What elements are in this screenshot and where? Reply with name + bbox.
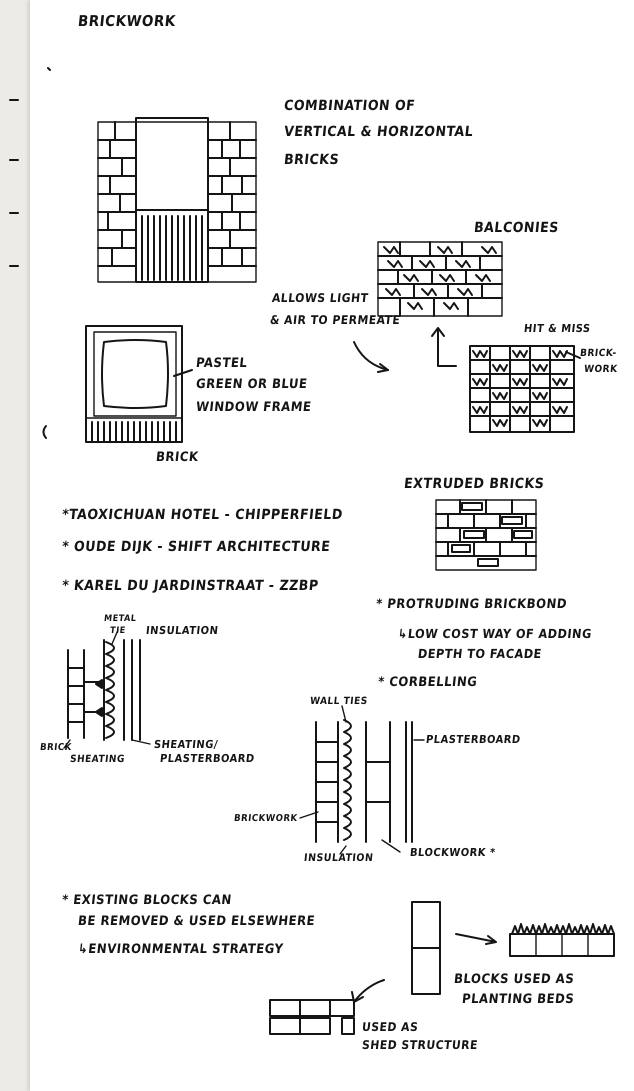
blocks-reuse-sketch — [270, 902, 614, 1034]
note-protruding: * PROTRUDING BRICKBOND — [375, 597, 568, 612]
label-insulation-small: INSULATION — [145, 624, 219, 637]
arrow-right — [456, 934, 496, 944]
note-existing-2: BE REMOVED & USED ELSEWHERE — [77, 914, 316, 929]
label-blockwork: BLOCKWORK * — [409, 846, 496, 859]
window-frame-sketch — [86, 326, 192, 442]
label-sheathing-pb-1: SHEATING/ — [153, 738, 218, 751]
reference-3: * KAREL DU JARDINSTRAAT - ZZBP — [61, 578, 319, 594]
balcony-pattern-sketch — [378, 242, 502, 316]
note-low-cost-1: ↳LOW COST WAY OF ADDING — [397, 626, 592, 641]
note-brick: BRICK — [155, 450, 199, 465]
note-pastel-1: PASTEL — [195, 356, 248, 371]
label-metal: METAL — [103, 614, 136, 624]
note-brickwork-2: WORK — [583, 364, 618, 375]
note-shed-2: SHED STRUCTURE — [361, 1038, 478, 1052]
note-existing-3: ↳ENVIRONMENTAL STRATEGY — [77, 942, 284, 957]
extruded-bricks-sketch — [436, 500, 536, 570]
note-pastel-2: GREEN OR BLUE — [195, 377, 308, 392]
note-low-cost-2: DEPTH TO FACADE — [417, 646, 542, 661]
note-allows-1: ALLOWS LIGHT — [271, 291, 369, 305]
note-planting-2: PLANTING BEDS — [461, 992, 575, 1007]
hit-miss-sketch — [470, 346, 580, 432]
note-allows-2: & AIR TO PERMEATE — [269, 313, 401, 327]
note-hit-miss: HIT & MISS — [523, 322, 591, 335]
label-sheathing-pb-2: PLASTERBOARD — [159, 752, 255, 765]
note-combination-2: VERTICAL & HORIZONTAL — [283, 124, 474, 140]
label-brick-small: BRICK — [39, 742, 72, 753]
label-wall-ties: WALL TIES — [309, 696, 368, 707]
reference-2: * OUDE DIJK - SHIFT ARCHITECTURE — [61, 539, 331, 555]
note-brickwork-1: BRICK- — [579, 348, 617, 359]
arrow-up — [432, 328, 456, 366]
wall-section-small — [64, 630, 150, 748]
note-existing-1: * EXISTING BLOCKS CAN — [61, 893, 232, 908]
label-tie: TIE — [109, 626, 126, 636]
note-planting-1: BLOCKS USED AS — [453, 972, 575, 987]
note-shed-1: USED AS — [361, 1020, 419, 1034]
label-plasterboard: PLASTERBOARD — [425, 733, 521, 746]
arrow-down-left — [352, 980, 384, 1002]
note-extruded: EXTRUDED BRICKS — [403, 476, 545, 492]
label-brickwork: BRICKWORK — [233, 813, 298, 824]
note-combination-3: BRICKS — [283, 152, 340, 168]
note-corbelling: * CORBELLING — [377, 675, 478, 690]
sheet-title: BRICKWORK — [77, 12, 177, 30]
binder-marks — [10, 68, 50, 438]
label-sheathing: SHEATING — [69, 754, 125, 765]
note-combination-1: COMBINATION OF — [283, 98, 416, 114]
facade-window-sketch — [98, 118, 256, 282]
reference-1: *TAOXICHUAN HOTEL - CHIPPERFIELD — [61, 507, 343, 523]
wall-section-large — [300, 706, 424, 854]
label-insulation: INSULATION — [303, 852, 374, 864]
note-pastel-3: WINDOW FRAME — [195, 400, 312, 415]
note-balconies: BALCONIES — [473, 220, 559, 236]
